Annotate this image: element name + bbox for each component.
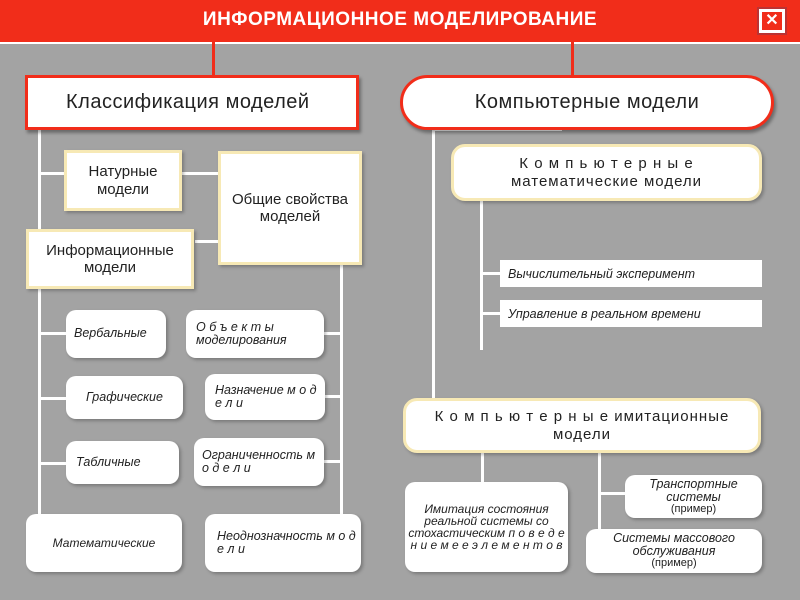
transport-example-label: (пример) <box>670 502 717 515</box>
classification-title: Классификация моделей <box>25 75 359 130</box>
graphic-box: Графические <box>66 376 183 419</box>
close-icon: ✕ <box>762 12 782 30</box>
computational-experiment-box: Вычислительный эксперимент <box>500 260 762 287</box>
mass-service-box: Системы массового обслуживания (пример) <box>586 529 762 573</box>
general-properties-box: Общие свойства моделей <box>218 151 362 265</box>
math-models-box: К о м п ь ю т е р н ы е математические м… <box>451 144 762 201</box>
tabular-box: Табличные <box>66 441 179 484</box>
natural-models-box: Натурные модели <box>64 150 182 211</box>
connector <box>195 240 220 243</box>
transport-systems-label: Транспортные системы <box>649 476 738 504</box>
connector <box>324 332 342 335</box>
transport-systems-box: Транспортные системы (пример) <box>625 475 762 518</box>
imitation-models-box: К о м п ь ю т е р н ы е имитационные мод… <box>403 398 761 453</box>
imitation-state-box: Имитация состояния реальной системы со с… <box>405 482 568 572</box>
verbal-box: Вербальные <box>66 310 166 358</box>
connector <box>38 462 66 465</box>
computer-models-title: Компьютерные модели <box>400 75 774 130</box>
connector <box>180 172 220 175</box>
modeling-objects-box: О б ъ е к т ы моделирования <box>186 310 324 358</box>
connector <box>571 42 574 76</box>
mathematical-box: Математические <box>26 514 182 572</box>
page-title: ИНФОРМАЦИОННОЕ МОДЕЛИРОВАНИЕ <box>202 9 598 30</box>
model-ambiguity-box: Неоднозначность м о д е л и <box>205 514 361 572</box>
connector <box>38 397 66 400</box>
title-bar <box>0 0 800 44</box>
connector <box>324 460 342 463</box>
model-purpose-box: Назначение м о д е л и <box>205 374 325 420</box>
connector <box>38 128 41 518</box>
connector <box>481 452 484 484</box>
realtime-control-box: Управление в реальном времени <box>500 300 762 327</box>
connector <box>480 200 483 350</box>
connector <box>212 42 215 76</box>
model-limitation-box: Ограниченность м о д е л и <box>194 438 324 486</box>
connector <box>480 312 500 315</box>
connector <box>38 172 66 175</box>
connector <box>598 492 626 495</box>
connector <box>432 128 435 400</box>
close-button[interactable]: ✕ <box>757 7 787 35</box>
informational-models-box: Информационные модели <box>26 229 194 289</box>
connector <box>324 395 342 398</box>
mass-service-example-label: (пример) <box>651 557 697 570</box>
mass-service-label: Системы массового обслуживания <box>613 531 735 559</box>
connector <box>38 332 66 335</box>
connector <box>480 272 500 275</box>
